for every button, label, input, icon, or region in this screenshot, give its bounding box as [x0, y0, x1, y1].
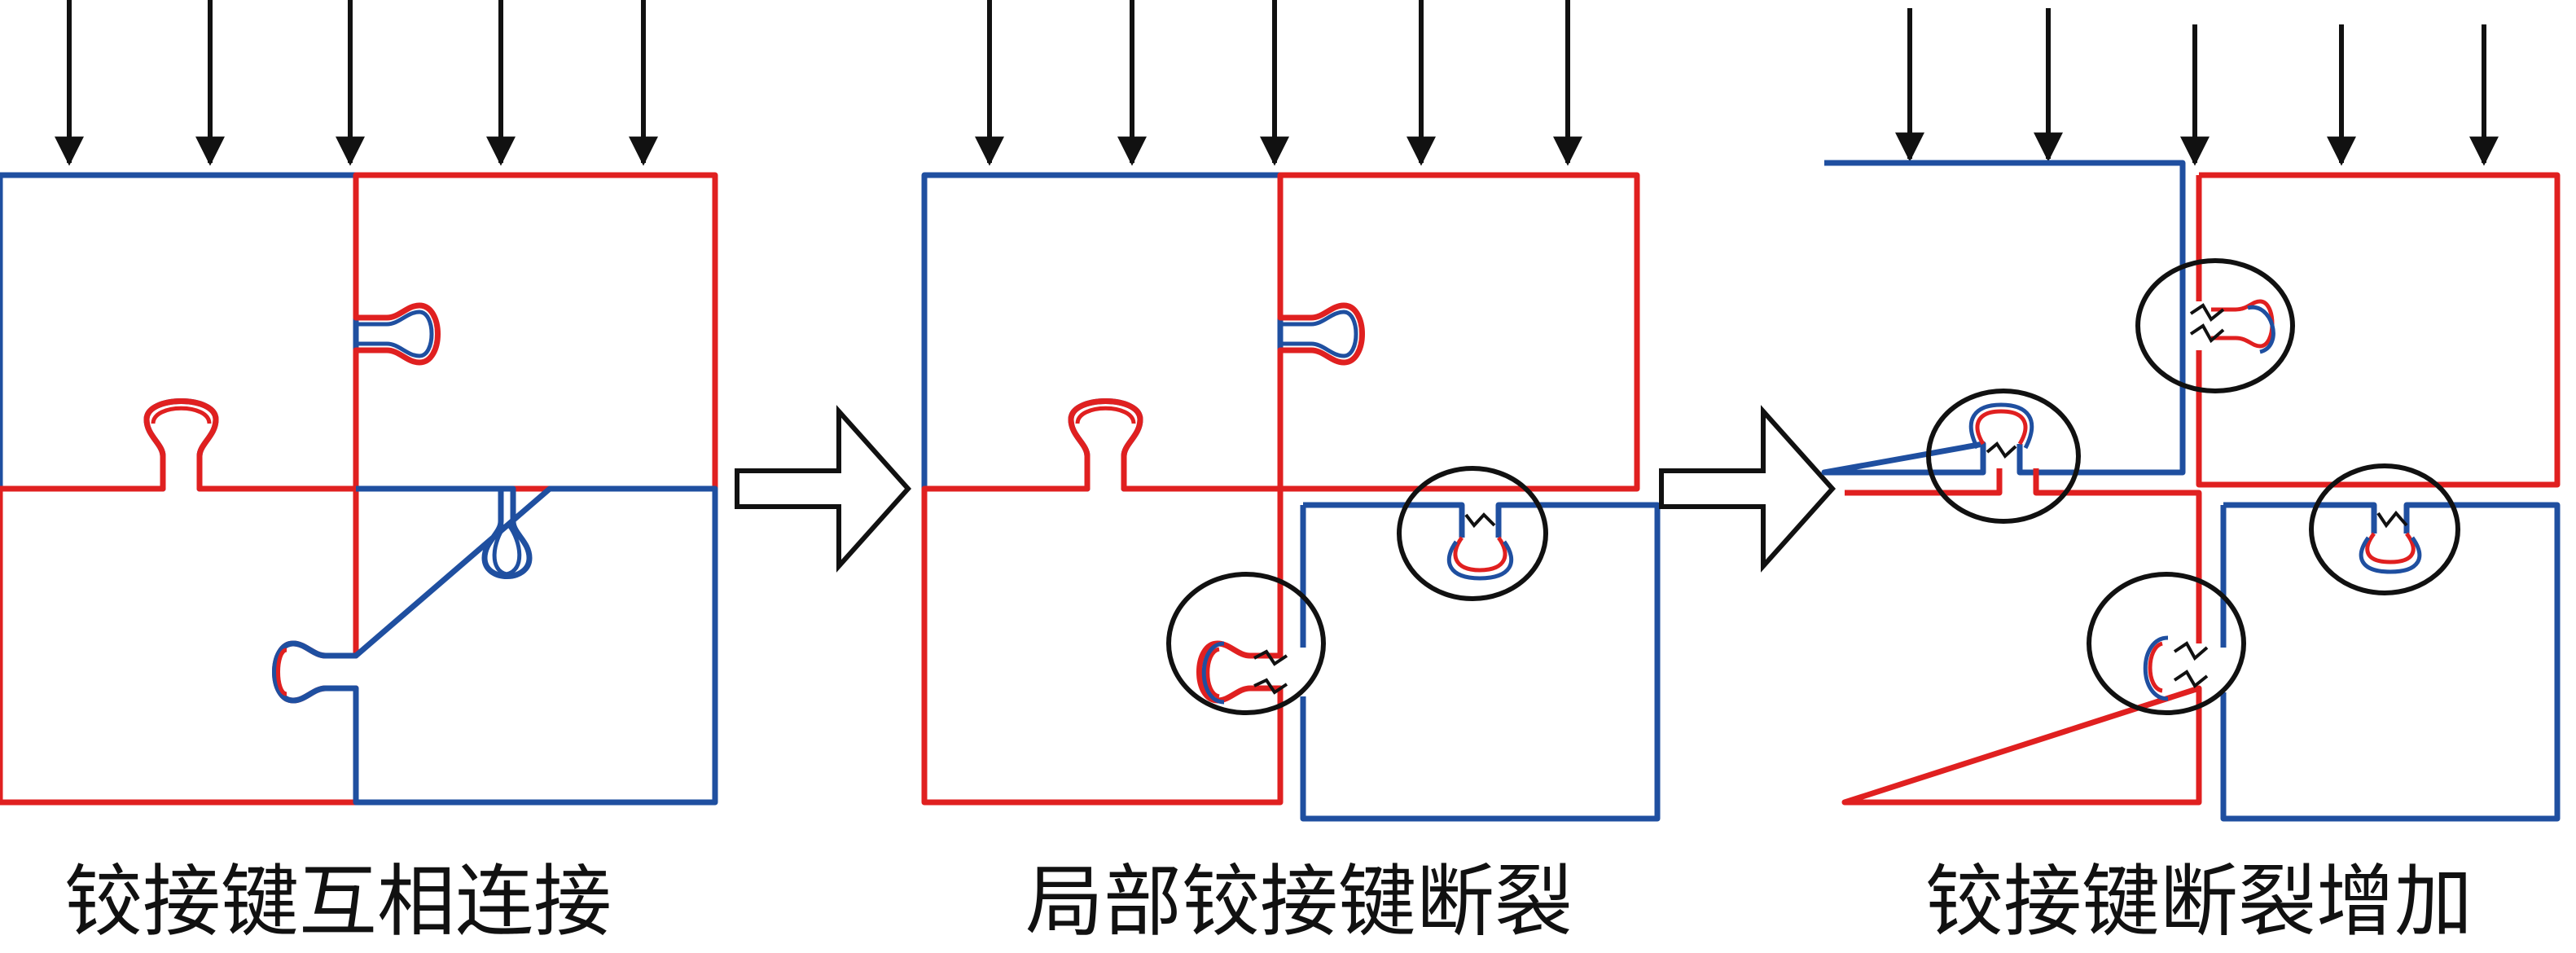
slab-blocks-2: [921, 172, 1661, 822]
slab-blocks-1: [0, 172, 718, 806]
hinge-keys-2: [1075, 310, 1514, 705]
break-circle-d: [2087, 572, 2246, 715]
transition-arrow-1: [735, 405, 912, 573]
slab-bottom-right-3: [2220, 502, 2561, 822]
load-arrows-1: [55, 0, 658, 166]
slab-bottom-right-2: [1300, 502, 1661, 822]
stage-3-more-breaks: [1821, 8, 2561, 822]
stage-1-intact: [0, 0, 718, 806]
stage-2-partial-break: [921, 0, 1661, 822]
break-circle-left: [1166, 572, 1326, 715]
transition-arrow-2: [1659, 405, 1837, 573]
slab-bottom-left: [0, 398, 359, 806]
break-circle-b: [1926, 389, 2081, 524]
break-circles-2: [1166, 466, 1548, 715]
break-circle-a: [2135, 258, 2295, 393]
slab-top-left-2: [921, 172, 1284, 492]
slab-top-right-3: [2196, 172, 2561, 488]
slab-blocks-3: [1821, 160, 2561, 822]
slab-top-left: [0, 172, 359, 492]
slab-bottom-left-2: [921, 398, 1284, 806]
slab-bottom-left-3: [1841, 468, 2202, 806]
crack-lines-2: [1253, 512, 1496, 695]
break-circle-c: [2309, 463, 2460, 595]
caption-stage-3: 铰接键断裂增加: [1925, 856, 2473, 947]
caption-stage-1: 铰接键互相连接: [64, 856, 612, 947]
slab-top-right: [353, 172, 718, 492]
caption-stage-2: 局部铰接键断裂: [1025, 856, 1573, 947]
slab-top-left-3: [1821, 160, 2186, 476]
hinge-keys-1: [151, 310, 522, 696]
load-arrows-3: [1895, 8, 2499, 166]
hinge-keys-3: [1968, 299, 2422, 701]
slab-bottom-right: [272, 485, 718, 806]
crack-lines-3: [1986, 303, 2408, 689]
break-circle-top: [1397, 466, 1548, 601]
slab-top-right-2: [1277, 172, 1640, 492]
load-arrows-2: [975, 0, 1582, 166]
break-circles-3: [1926, 258, 2460, 715]
